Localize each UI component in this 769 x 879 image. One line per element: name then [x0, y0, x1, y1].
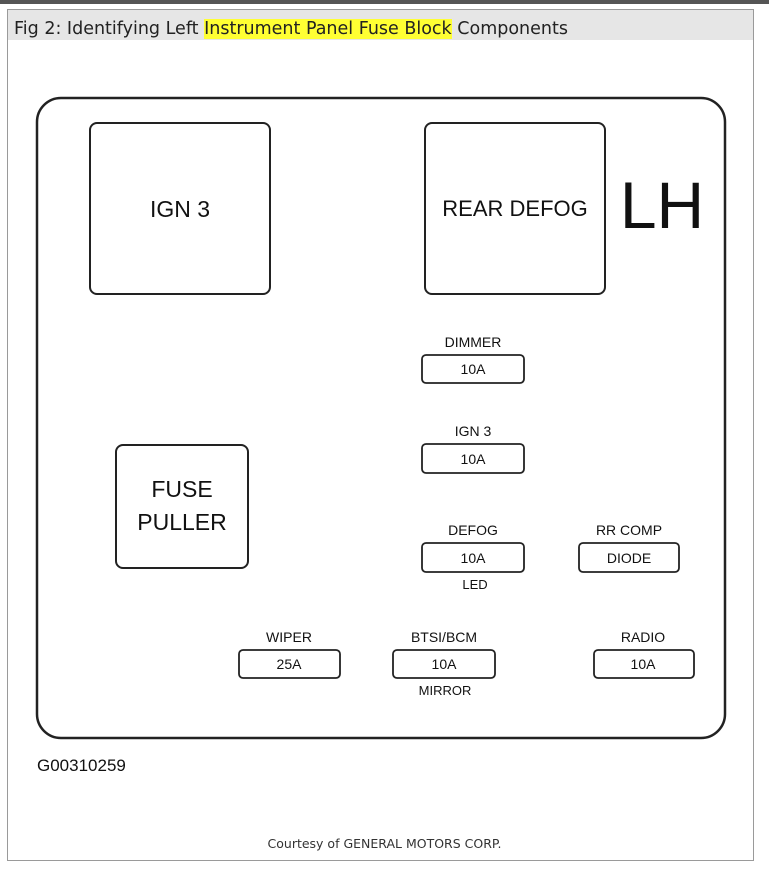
- fuse-wiper-rating: 25A: [277, 656, 303, 672]
- fuse-btsi-bcm: [392, 649, 496, 679]
- window-top-border: [0, 0, 769, 4]
- relay-ign3-label: IGN 3: [150, 196, 210, 222]
- caption-suffix: Components: [451, 19, 568, 39]
- fuse-defog: [421, 542, 525, 573]
- caption-highlight: Instrument Panel Fuse Block: [204, 19, 452, 39]
- fuse-radio-label: RADIO: [621, 629, 665, 645]
- figure-id: G00310259: [37, 756, 126, 775]
- fuse-rr-comp-label: RR COMP: [596, 522, 662, 538]
- fuse-wiper-label: WIPER: [266, 629, 312, 645]
- courtesy-text: Courtesy of GENERAL MOTORS CORP.: [267, 836, 502, 851]
- fuse-ign3: [421, 443, 525, 474]
- fuse-rr-comp-rating: DIODE: [607, 550, 651, 566]
- fuse-puller-box: [115, 444, 249, 569]
- caption-prefix: Fig 2: Identifying Left: [14, 19, 205, 39]
- fuse-defog-sublabel: LED: [462, 577, 487, 592]
- relay-ign3-box: [89, 122, 271, 295]
- fuse-btsi-bcm-rating: 10A: [432, 656, 458, 672]
- fuse-ign3-label: IGN 3: [455, 423, 492, 439]
- fuse-puller-line2: PULLER: [137, 509, 226, 535]
- fuse-defog-rating: 10A: [461, 550, 487, 566]
- fuse-radio: [593, 649, 695, 679]
- fuse-rr-comp: [578, 542, 680, 573]
- fuse-defog-label: DEFOG: [448, 522, 498, 538]
- figure-caption: Fig 2: Identifying Left Instrument Panel…: [14, 17, 568, 41]
- fuse-ign3-rating: 10A: [461, 451, 487, 467]
- fuse-btsi-bcm-label: BTSI/BCM: [411, 629, 477, 645]
- fuse-dimmer-rating: 10A: [461, 361, 487, 377]
- fuse-puller-line1: FUSE: [151, 476, 212, 502]
- fuse-dimmer: [421, 354, 525, 384]
- fuse-dimmer-label: DIMMER: [445, 334, 502, 350]
- relay-rear-defog-label: REAR DEFOG: [442, 196, 587, 221]
- fuse-btsi-bcm-sublabel: MIRROR: [419, 683, 472, 698]
- fuse-radio-rating: 10A: [631, 656, 657, 672]
- relay-rear-defog-box: [424, 122, 606, 295]
- fuse-wiper: [238, 649, 341, 679]
- side-label-lh: LH: [620, 168, 704, 242]
